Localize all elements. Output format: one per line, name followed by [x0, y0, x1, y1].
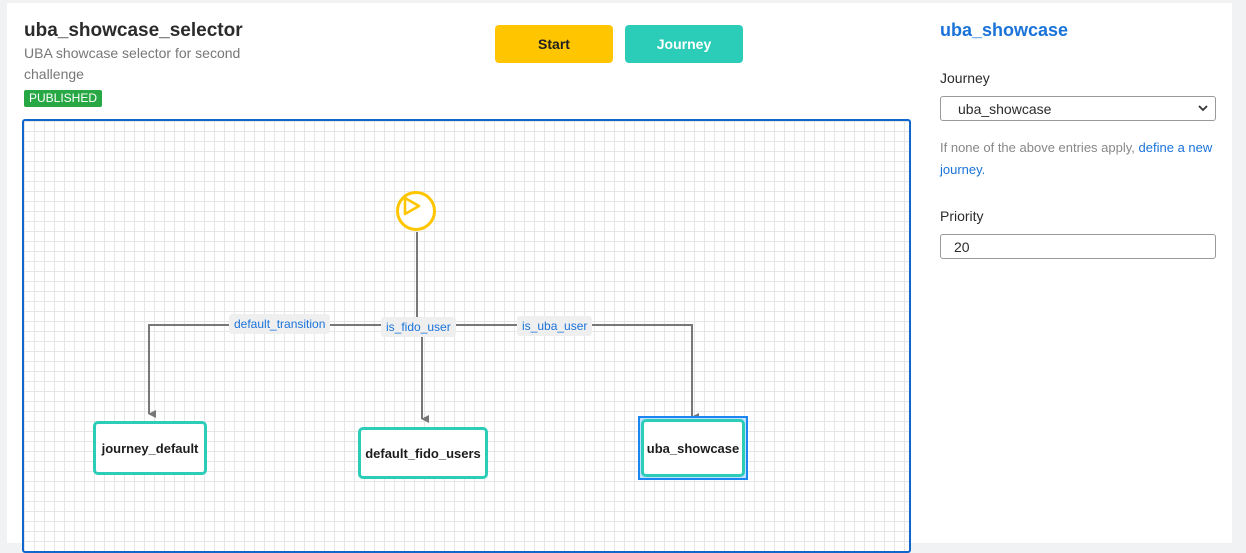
chevron-down-icon: [1198, 105, 1208, 112]
page-description: UBA showcase selector for second challen…: [24, 45, 241, 82]
start-button[interactable]: Start: [495, 25, 613, 63]
journey-field-label: Journey: [940, 70, 990, 86]
status-badge: PUBLISHED: [24, 90, 103, 107]
edge-default-transition: [148, 324, 417, 418]
start-node[interactable]: [396, 191, 436, 231]
journey-button[interactable]: Journey: [625, 25, 743, 63]
priority-field-label: Priority: [940, 208, 984, 224]
node-uba-showcase[interactable]: uba_showcase: [641, 419, 745, 477]
journey-select-value: uba_showcase: [958, 100, 1052, 117]
sidebar-title: uba_showcase: [940, 20, 1069, 40]
define-new-journey-link[interactable]: define a new journey.: [940, 140, 1213, 177]
edge-label-is-fido-user[interactable]: is_fido_user: [381, 317, 456, 337]
edge-label-is-uba-user[interactable]: is_uba_user: [517, 316, 593, 336]
edge-is-uba-user: [417, 324, 699, 421]
edges-layer: [148, 232, 699, 423]
edge-label-default-transition[interactable]: default_transition: [229, 314, 331, 334]
play-icon: [403, 196, 421, 216]
journey-select[interactable]: uba_showcase: [940, 96, 1216, 121]
help-text: If none of the above entries apply,: [940, 140, 1135, 155]
node-default-fido-users[interactable]: default_fido_users: [358, 427, 488, 479]
journey-help-text: If none of the above entries apply, defi…: [940, 137, 1218, 181]
priority-input[interactable]: 20: [940, 234, 1216, 259]
page-title: uba_showcase_selector: [24, 20, 243, 41]
node-journey-default[interactable]: journey_default: [93, 421, 207, 475]
journey-canvas[interactable]: default_transition is_fido_user is_uba_u…: [22, 119, 911, 553]
